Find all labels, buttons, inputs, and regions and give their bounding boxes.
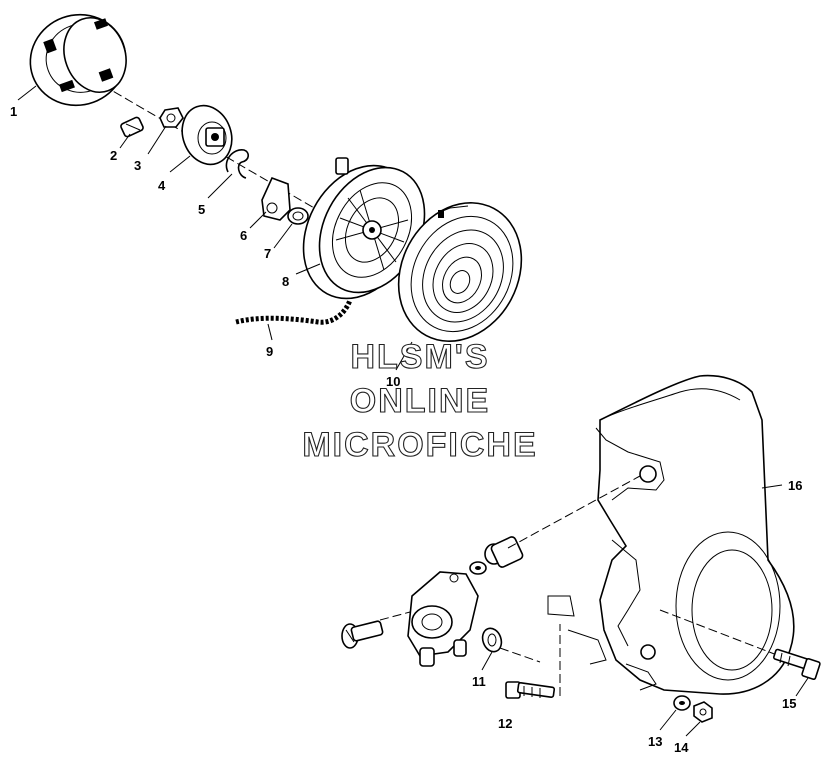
callout-11: 11 (472, 674, 486, 689)
callout-8: 8 (282, 274, 289, 289)
guide-line-lower (379, 611, 411, 621)
fan-housing-drawing (547, 374, 795, 695)
callout-12: 12 (498, 716, 512, 731)
callout-14: 14 (674, 740, 689, 755)
washer-11-drawing (481, 627, 503, 653)
watermark-line-2: ONLINE (350, 382, 490, 420)
pawl-drawing (261, 176, 291, 221)
callout-2: 2 (110, 148, 117, 163)
starter-rope-drawing (235, 299, 353, 325)
leader-lines (17, 85, 809, 737)
nut-3-drawing (159, 107, 184, 128)
callout-10: 10 (386, 374, 400, 389)
pawl-spring-drawing (287, 207, 309, 225)
pump-screw-drawing (341, 620, 384, 649)
callout-3: 3 (134, 158, 141, 173)
guide-line-upper (507, 475, 641, 549)
bushing-drawing (469, 536, 524, 575)
guide-line-washer (499, 647, 541, 663)
starter-pulley-drawing (302, 157, 426, 300)
callout-5: 5 (198, 202, 205, 217)
washer-13-drawing (673, 695, 691, 711)
pawl-plate-drawing (181, 104, 233, 166)
callout-16: 16 (788, 478, 802, 493)
watermark-line-3: MICROFICHE (302, 426, 537, 464)
callout-6: 6 (240, 228, 247, 243)
callout-9: 9 (266, 344, 273, 359)
recoil-spring-drawing (397, 202, 523, 342)
fuel-pump-drawing (407, 571, 479, 667)
bolt-12-drawing (505, 681, 556, 699)
nut-14-drawing (693, 701, 713, 723)
spring-clip-drawing (225, 149, 250, 179)
callout-4: 4 (158, 178, 166, 193)
callout-13: 13 (648, 734, 662, 749)
screw-15-drawing (773, 648, 821, 681)
bolt-2-drawing (120, 116, 144, 138)
guide-line-right (659, 609, 791, 661)
callout-1: 1 (10, 104, 17, 119)
callout-15: 15 (782, 696, 796, 711)
starter-cup-drawing (29, 13, 127, 107)
callout-7: 7 (264, 246, 271, 261)
watermark-line-1: HLSM'S (350, 338, 489, 376)
